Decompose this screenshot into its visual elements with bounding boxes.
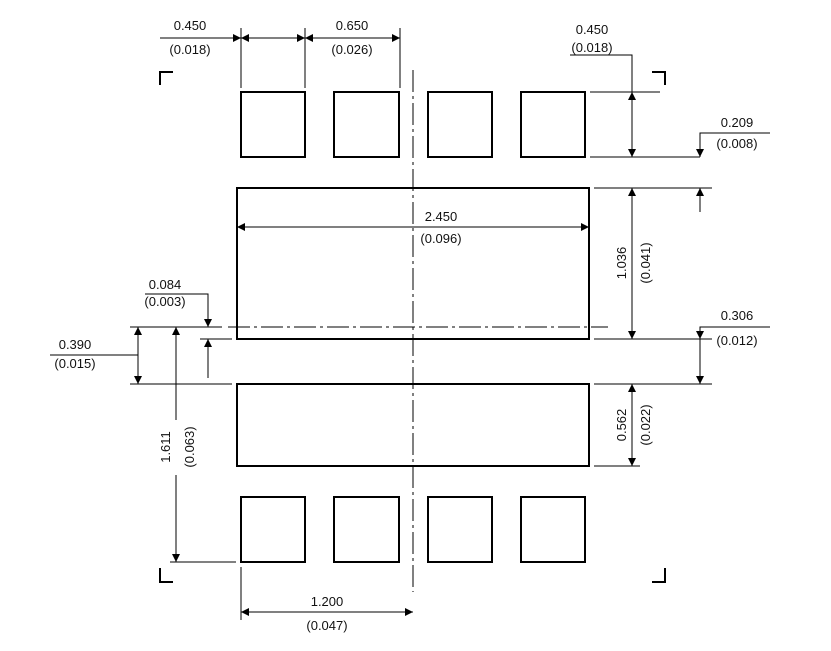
dim-bar-spacing-mm: 0.390 (59, 337, 92, 352)
pad-bottom-4 (520, 496, 586, 563)
dim-pad-pitch-mm: 0.650 (336, 18, 369, 33)
pad-top-3 (427, 91, 493, 158)
extension-lines (130, 28, 712, 620)
pad-top-4 (520, 91, 586, 158)
dim-upper-bar-height-in: (0.041) (638, 242, 653, 283)
dim-pad-height-mm: 0.450 (576, 22, 609, 37)
pad-bottom-1 (240, 496, 306, 563)
dim-bar-gap-mm: 0.306 (721, 308, 754, 323)
dim-pad-width-mm: 0.450 (174, 18, 207, 33)
dim-lower-bar-height-mm: 0.562 (614, 409, 629, 442)
dim-overall-height-mm: 1.611 (158, 431, 173, 463)
dim-bar-width-mm: 2.450 (425, 209, 458, 224)
dim-half-width-in: (0.047) (306, 618, 347, 633)
pad-bottom-3 (427, 496, 493, 563)
dim-bar-gap-in: (0.012) (716, 333, 757, 348)
pad-bottom-2 (333, 496, 400, 563)
bottom-pads (240, 496, 586, 563)
dim-pad-bar-gap-mm: 0.209 (721, 115, 754, 130)
pad-top-2 (333, 91, 400, 158)
dim-bar-width-in: (0.096) (420, 231, 461, 246)
dim-center-offset-mm: 0.084 (149, 277, 182, 292)
dim-pad-pitch-in: (0.026) (331, 42, 372, 57)
dim-lower-bar-height-in: (0.022) (638, 404, 653, 445)
top-pads (240, 91, 586, 158)
dim-bar-spacing-in: (0.015) (54, 356, 95, 371)
dim-overall-height-in: (0.063) (182, 426, 197, 467)
dim-pad-bar-gap-in: (0.008) (716, 136, 757, 151)
dim-half-width-mm: 1.200 (311, 594, 344, 609)
dim-upper-bar-height-mm: 1.036 (614, 247, 629, 280)
dim-center-offset-in: (0.003) (144, 294, 185, 309)
pad-top-1 (240, 91, 306, 158)
corner-marks (159, 71, 666, 583)
dim-pad-height-in: (0.018) (571, 40, 612, 55)
dim-pad-width-in: (0.018) (169, 42, 210, 57)
dimension-lines (50, 34, 770, 616)
